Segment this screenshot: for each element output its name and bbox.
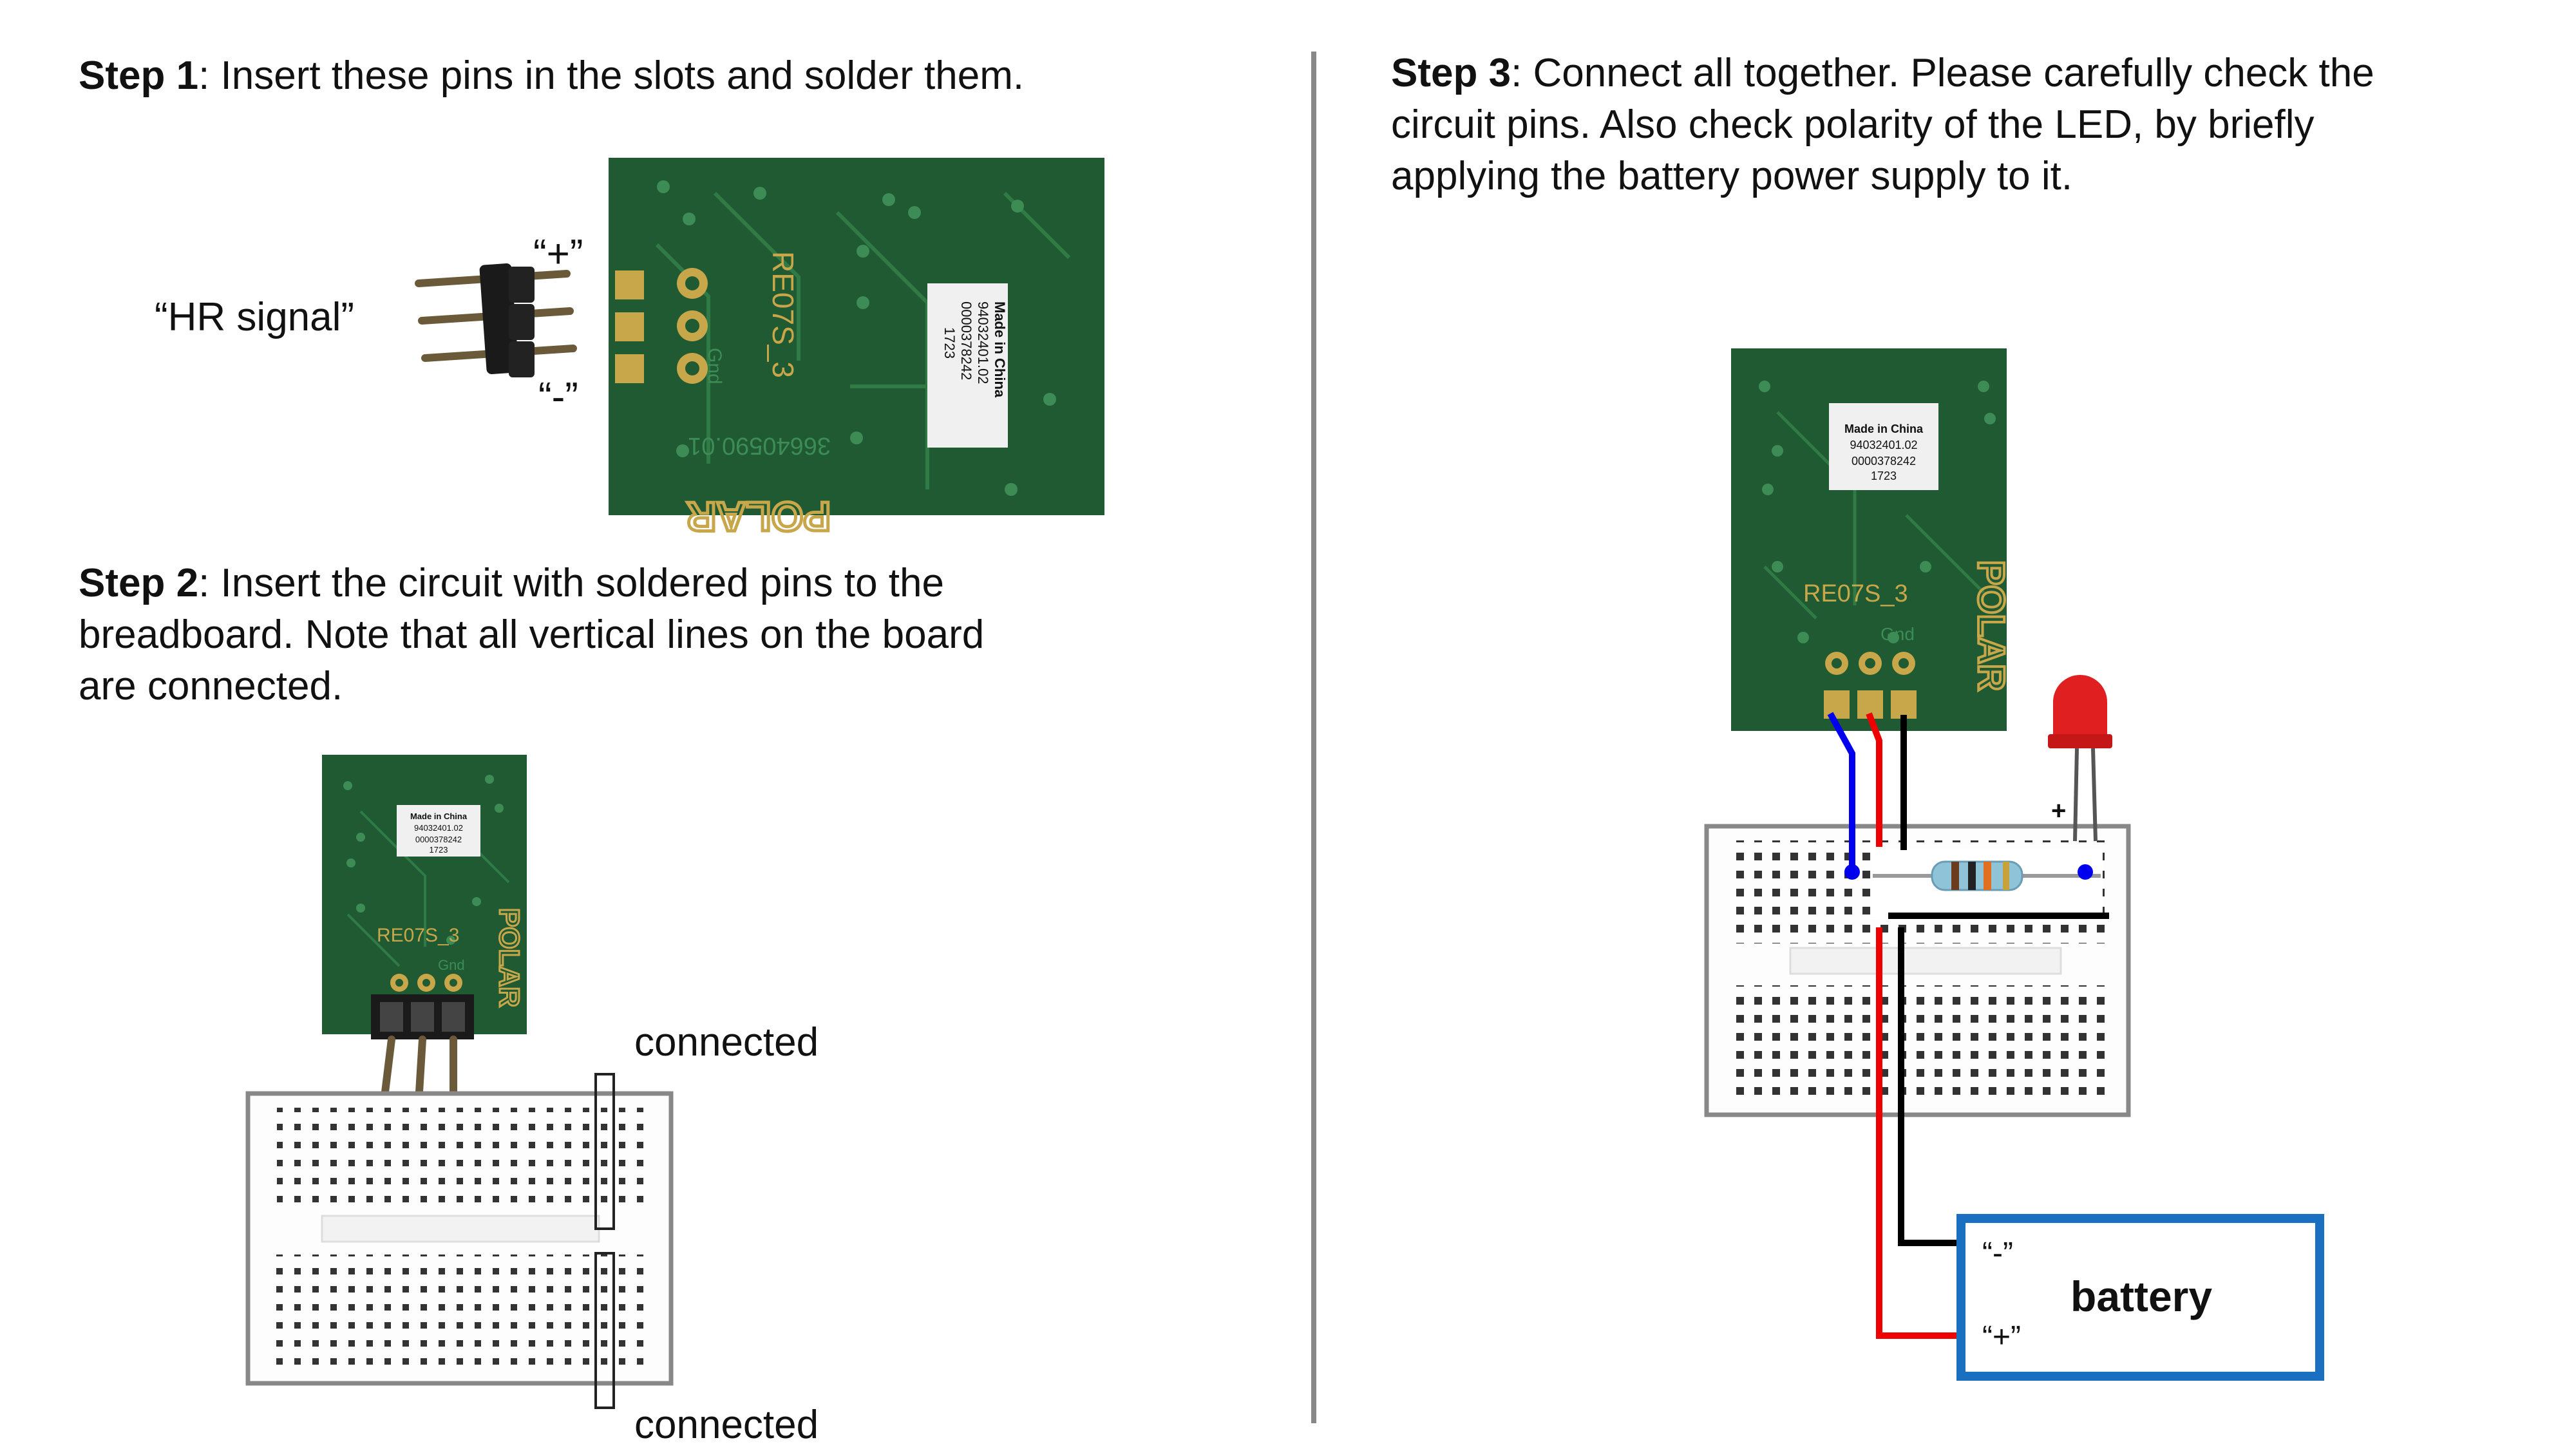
- step2-text-line3: are connected.: [79, 664, 343, 708]
- resistor: [1873, 860, 2101, 891]
- wire-blue: [1827, 712, 1855, 871]
- s3-brand-logo: POLAR: [1970, 560, 2012, 691]
- hr-signal-label: “HR signal”: [155, 295, 355, 339]
- s3-gnd-label: Gnd: [1880, 624, 1915, 644]
- s2-sticker-line2: 94032401.02: [414, 823, 463, 833]
- pin-header-step2: [371, 994, 474, 1106]
- wires: [1827, 712, 2109, 1339]
- breadboard-step3: [1704, 824, 2131, 1117]
- s2-sticker-line4: 1723: [430, 845, 448, 855]
- s3-sticker-line1: Made in China: [1844, 422, 1924, 435]
- s2-sticker-line1: Made in China: [410, 811, 468, 821]
- s3-sticker-line3: 0000378242: [1852, 455, 1916, 468]
- step3-instruction: Step 3: Connect all together. Please car…: [1391, 48, 2550, 202]
- wire-red-battery: [1876, 927, 1961, 1339]
- pcb-step3: Made in China 94032401.02 0000378242 172…: [1731, 348, 2013, 731]
- s2-model-label: RE07S_3: [377, 925, 459, 946]
- step3-text-line3: applying the battery power supply to it.: [1391, 154, 2073, 198]
- serial-label: 36640590.01: [688, 432, 831, 459]
- step2-text-line1: : Insert the circuit with soldered pins …: [198, 561, 944, 605]
- battery-minus-label: “-”: [1982, 1236, 2013, 1271]
- s3-sticker-line2: 94032401.02: [1850, 439, 1917, 451]
- led: [2048, 675, 2112, 842]
- sticker-line1: Made in China: [992, 301, 1008, 398]
- s2-brand-logo: POLAR: [493, 908, 525, 1007]
- blue-node-right: [2078, 864, 2093, 880]
- pin-minus-label: “-”: [538, 375, 578, 419]
- step1-heading: Step 1: [79, 53, 199, 98]
- step1-instruction: Step 1: Insert these pins in the slots a…: [79, 50, 1238, 102]
- blue-node-left: [1844, 864, 1860, 880]
- connected-top-label: connected: [634, 1020, 819, 1065]
- led-plus-label: +: [2051, 797, 2066, 825]
- connected-box-bottom: [594, 1252, 615, 1409]
- breadboard-step2: [245, 1073, 674, 1409]
- model-label: RE07S_3: [766, 251, 800, 378]
- step3-text-line2: circuit pins. Also check polarity of the…: [1391, 102, 2315, 147]
- brand-logo: POLAR: [687, 493, 831, 540]
- battery-label: battery: [2070, 1273, 2212, 1320]
- pin-header: [415, 263, 577, 377]
- s3-sticker-line4: 1723: [1871, 469, 1897, 482]
- step1-text: : Insert these pins in the slots and sol…: [198, 53, 1025, 98]
- s2-sticker-line3: 0000378242: [415, 835, 462, 844]
- step3-heading: Step 3: [1391, 51, 1511, 95]
- wire-black-battery: [1898, 927, 1961, 1246]
- step2-text-line2: breadboard. Note that all vertical lines…: [79, 612, 985, 657]
- sticker-line2: 94032401.02: [975, 301, 991, 384]
- pcb-step2: Made in China 94032401.02 0000378242 172…: [322, 755, 527, 1034]
- pcb-step1: Made in China 94032401.02 0000378242 172…: [609, 158, 1104, 542]
- sticker-line3: 0000378242: [958, 301, 974, 380]
- wire-red-top: [1866, 712, 1882, 847]
- step2-instruction: Step 2: Insert the circuit with soldered…: [79, 558, 1238, 712]
- s3-model-label: RE07S_3: [1803, 580, 1908, 607]
- battery-box: [1956, 1214, 2324, 1381]
- pin-plus-label: “+”: [533, 232, 583, 276]
- connected-box-top: [594, 1073, 615, 1230]
- battery-plus-label: “+”: [1982, 1320, 2021, 1354]
- sticker-line4: 1723: [942, 327, 958, 359]
- gnd-label: Gnd: [704, 348, 725, 384]
- step2-heading: Step 2: [79, 561, 199, 605]
- connected-bottom-label: connected: [634, 1403, 819, 1447]
- step3-text-line1: : Connect all together. Please carefully…: [1511, 51, 2374, 95]
- s2-gnd-label: Gnd: [438, 957, 465, 973]
